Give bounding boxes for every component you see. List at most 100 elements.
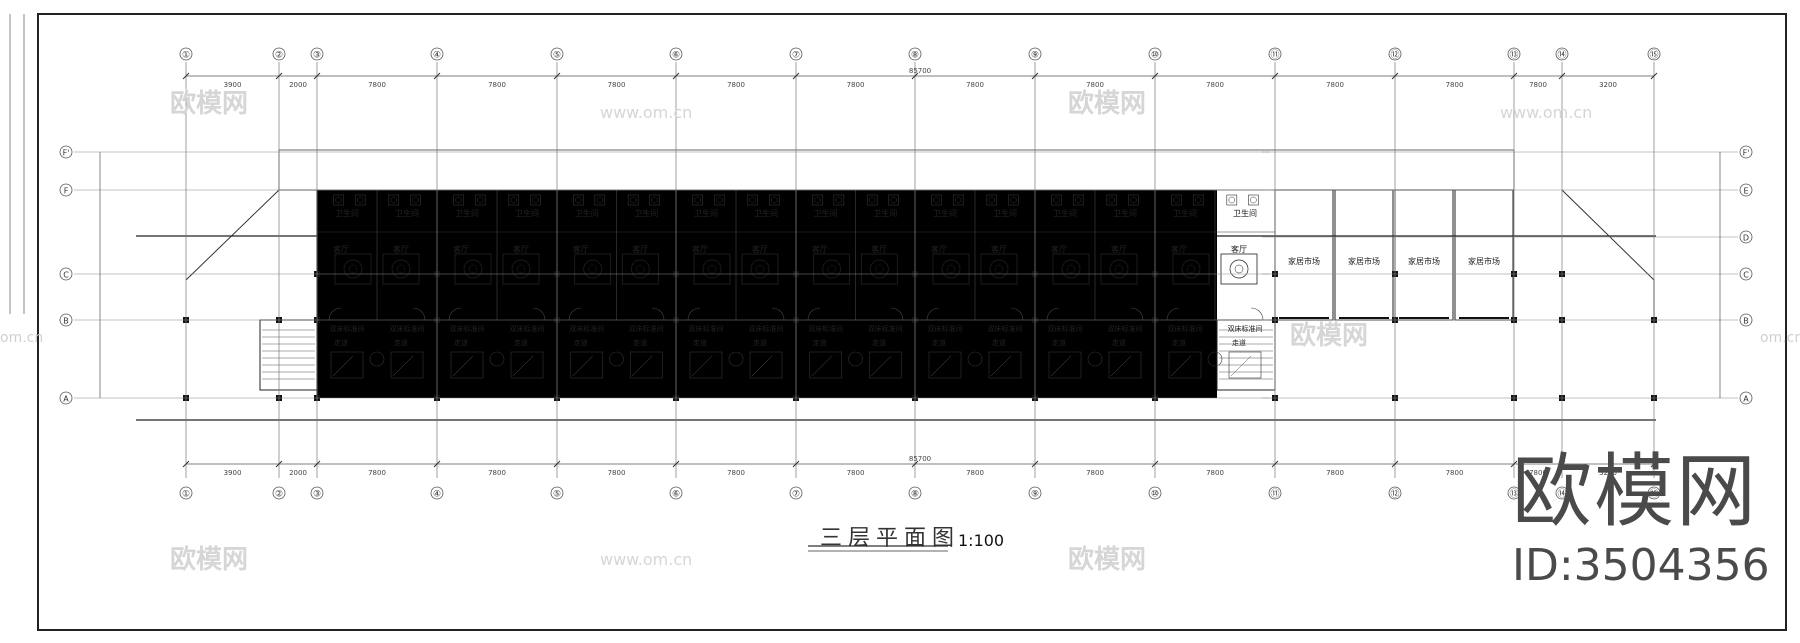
toilet-bowl [1194,196,1202,204]
label-toilet: 卫生间 [754,208,778,218]
axis-bubble-bottom [430,486,444,500]
axis-label-top: ④ [433,51,441,61]
round-table [941,259,961,279]
toilet-bowl [476,196,484,204]
axis-label-left: C [63,271,69,280]
toilet-fixture [410,194,421,206]
dimension-text: 7800 [727,469,745,477]
door-swing [1250,307,1264,321]
toilet-fixture [713,194,725,206]
axis-label-top: ⑬ [1509,50,1518,61]
axis-bubble-top [669,47,683,61]
label-toilet: 卫生间 [1173,208,1197,218]
toilet-fixture [1051,194,1062,206]
label-bedroom: 双床标准间 [1228,324,1263,333]
label-corridor: 走道 [872,338,886,347]
axis-bubble-left [59,313,73,327]
drawing-title: 三层平面图 [820,526,961,551]
axis-label-bottom: ⑪ [1270,489,1279,500]
label-corridor: 走道 [1052,338,1066,347]
label-bedroom: 双床标准间 [1168,324,1203,333]
label-toilet: 卫生间 [515,208,539,218]
axis-bubble-bottom [908,486,922,500]
furniture-set [741,253,779,285]
watermark-faint-logo: 欧模网 [170,544,248,575]
axis-label-left: B [63,317,69,326]
toilet-bowl [575,196,582,204]
toilet-fixture [931,194,942,206]
label-bedroom: 双床标准间 [868,324,903,333]
dimension-tick [1510,460,1518,468]
label-corridor: 走道 [1232,338,1246,347]
axis-label-bottom: ② [275,490,283,500]
furniture-set [860,253,898,285]
dimension-text: 7800 [488,81,506,89]
label-bedroom: 双床标准间 [1048,324,1083,333]
toilet-bowl [335,196,342,204]
axis-label-bottom: ⑩ [1151,490,1159,500]
round-table-inner [396,264,406,274]
plant-pot [1087,351,1103,367]
axis-bubble-bottom [1555,486,1569,500]
dimension-text: 7800 [727,81,745,89]
toilet-bowl [1108,196,1116,204]
label-living: 客厅 [812,244,828,254]
furniture-set [932,253,970,285]
round-table-inner [1234,264,1244,274]
dimension-tick [672,72,680,80]
bed [1168,351,1202,379]
label-corridor: 走道 [1172,338,1186,347]
dimension-text: 7800 [488,469,506,477]
toilet-bowl [412,196,419,204]
round-table-inner [1066,264,1076,274]
axis-label-bottom: ③ [313,490,321,500]
axis-label-top: ⑨ [1031,51,1039,61]
axis-label-top: ⑩ [1151,51,1159,61]
round-table [463,259,483,279]
label-living: 客厅 [632,244,648,254]
label-bedroom: 双床标准间 [928,324,963,333]
dimension-text: 7800 [608,81,626,89]
axis-label-bottom: ⑤ [553,490,561,500]
door-swing [1046,307,1060,321]
dimension-overall: 85700 [909,67,931,75]
axis-label-bottom: ⑬ [1509,489,1518,500]
stair-left [259,319,318,391]
axis-bubble-top [430,47,444,61]
label-corridor: 走道 [633,338,647,347]
door-swing [568,307,582,321]
toilet-bowl [1130,196,1137,204]
axis-label-right: C [1743,271,1749,280]
axis-bubble-bottom [1388,486,1402,500]
axis-label-top: ⑮ [1649,50,1658,61]
axis-bubble-top [1555,47,1569,61]
round-table [750,259,770,279]
plant-pot [1207,351,1223,367]
bed [868,351,902,379]
toilet-fixture [1008,194,1019,206]
axis-bubble-left [59,267,73,281]
dimension-tick [433,72,441,80]
dimension-tick [911,460,919,468]
door-swing [1010,307,1024,321]
dimension-text: 7800 [1206,81,1224,89]
dimension-tick [1510,72,1518,80]
label-living: 客厅 [1051,244,1067,254]
axis-label-right: B [1743,317,1749,326]
round-table-inner [827,264,836,274]
toilet-fixture [888,194,899,206]
watermark-id: ID:3504356 [1512,540,1770,591]
axis-label-bottom: ⑥ [672,490,680,500]
toilet-fixture [769,194,780,206]
axis-label-bottom: ① [182,490,190,500]
label-toilet: 卫生间 [814,208,838,218]
label-living: 客厅 [991,244,1007,254]
axis-label-top: ⑦ [792,51,800,61]
toilet-bowl [1228,196,1236,204]
drawing-frame [37,13,1787,631]
watermark-faint-url: www.om.cn [600,550,692,569]
dimension-tick [182,460,190,468]
axis-label-bottom: ⑭ [1557,489,1566,500]
dimension-text: 3900 [224,469,242,477]
roof-overhang [278,149,1515,191]
